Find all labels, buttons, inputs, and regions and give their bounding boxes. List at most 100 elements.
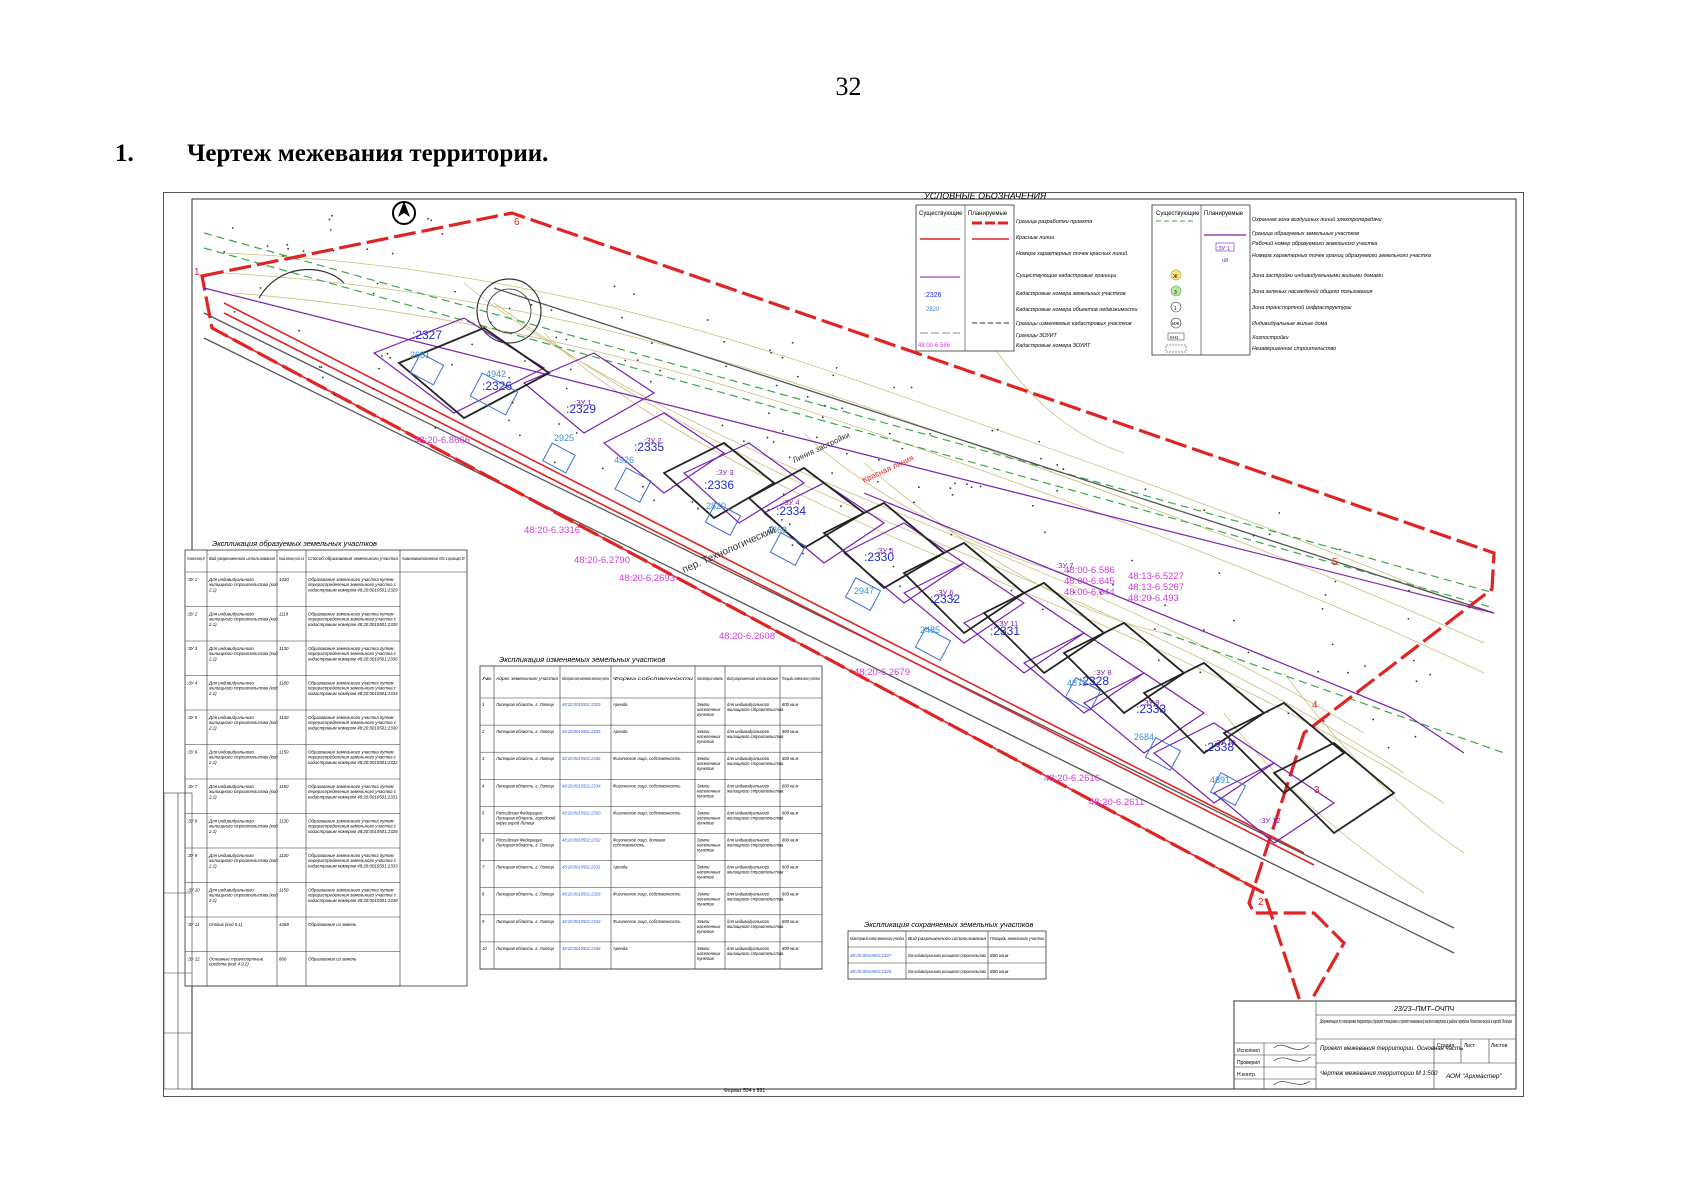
table-cell: 9 [482,919,485,924]
table-cell: 800 кв.м [990,969,1008,974]
elevation-point [331,214,333,217]
table-cell: 4268 [279,922,289,927]
legend-item: Зона транспортной инфраструктуры [1252,304,1352,311]
table-header: Кадастровый номер изменяемого земельного… [562,676,609,681]
table-cell: 48:20:0010501:2334 [562,783,601,788]
street-label: Линия застройки [791,430,851,464]
legend-sample: :ЗУ 1 [1217,246,1230,252]
elevation-point [913,501,915,504]
table-cell: 1130 [279,715,289,720]
elevation-point [1032,504,1034,507]
changed-parcels-table: Экспликация изменяемых земельных участко… [479,655,823,970]
elevation-point [841,407,844,410]
elevation-point [821,416,824,419]
stamp-description: Документация по планировке территории (п… [1320,1018,1513,1025]
elevation-point [1153,628,1156,630]
elevation-point [378,367,380,370]
parcel-label: :2332 [930,592,960,606]
elevation-point [1266,711,1269,713]
elevation-point [1252,534,1255,537]
elevation-point [575,432,578,434]
elevation-point [1099,592,1102,594]
zu-label: :ЗУ 9 [1142,698,1160,707]
legend-item: Охранная зона воздушных линий электропер… [1252,216,1382,223]
elevation-point [1073,591,1076,594]
parcel-label: :2326 [482,379,512,393]
parcel-labels: :2327 :2326 :2329 :2335 :2336 :2334 :233… [412,328,1234,754]
drawing-canvas: :2327 :2326 :2329 :2335 :2336 :2334 :233… [164,193,1517,1094]
zouit-label: 48:20-6.2608 [719,631,775,642]
elevation-point [951,493,954,496]
elevation-point [1372,718,1375,721]
stamp-role: Проверил [1237,1060,1260,1066]
elevation-point [791,544,794,546]
elevation-point [706,319,709,321]
elevation-point [1278,512,1281,514]
legend-zone-icon [1170,269,1182,281]
elevation-point [1164,604,1166,607]
elevation-point [831,472,833,475]
zouit-label: 48:00-6.644 [1064,587,1115,598]
red-lines [211,302,1315,894]
elevation-point [781,519,783,521]
elevation-point [1414,735,1417,738]
arc-structure [258,268,345,299]
elevation-point [1331,643,1334,646]
building-label: 4868 [767,525,787,535]
street-label: Красная линия [861,453,915,485]
table-title: Экспликация изменяемых земельных участко… [499,655,666,664]
building-label: 2820 [706,501,726,511]
page-number: 32 [835,72,862,101]
table-cell: 48:20:0010501:2326 [850,969,892,974]
table-cell: для индивидуального жилищного строительс… [908,953,986,958]
elevation-point [302,250,305,252]
elevation-point [929,433,931,435]
elevation-point [565,338,568,341]
table-header: Площадь земельного участка, кв.м [279,556,304,561]
legend-item: Граница разработки проекта [1016,219,1092,225]
legend-zone-icon [1170,301,1182,313]
elevation-point [1287,712,1290,715]
building-label: 4891 [1210,775,1230,785]
legend: УСЛОВНЫЕ ОБОЗНАЧЕНИЯ Существующие Планир… [915,193,1431,356]
legend-sample: Ж [1173,274,1178,280]
elevation-point [876,480,879,483]
stamp-org: АОМ "Архмастер" [1445,1073,1503,1080]
zouit-label: 48:00-6.645 [1064,576,1115,587]
table-cell: 5 [482,810,485,815]
table-cell: Российская Федерация,Липецкая область, г… [495,838,555,848]
table-cell: Липецкая область, г. Липецк [495,865,555,870]
building-label: 2485 [920,625,940,635]
elevation-point [1247,651,1250,654]
elevation-point [878,458,880,461]
table-cell: :ЗУ 1 [187,577,198,582]
table-cell: 48:20:0010501:2329 [562,702,601,707]
elevation-point [1067,570,1070,573]
elevation-point [530,303,533,306]
zu-label: :ЗУ 7 [1056,561,1074,570]
elevation-point [781,356,784,359]
table-title: Экспликация сохраняемых земельных участк… [864,920,1033,929]
legend-sample: :2326 [924,292,942,299]
elevation-point [832,374,835,377]
legend-item: Кадастровые номера объектов недвижимости [1016,307,1138,313]
elevation-point [329,229,332,231]
elevation-point [1321,608,1324,610]
table-cell: 1 [482,702,484,707]
table-cell: Отдых (код 5.1) [209,922,243,927]
elevation-point [691,501,694,503]
table-cell: :ЗУ 3 [187,646,198,651]
